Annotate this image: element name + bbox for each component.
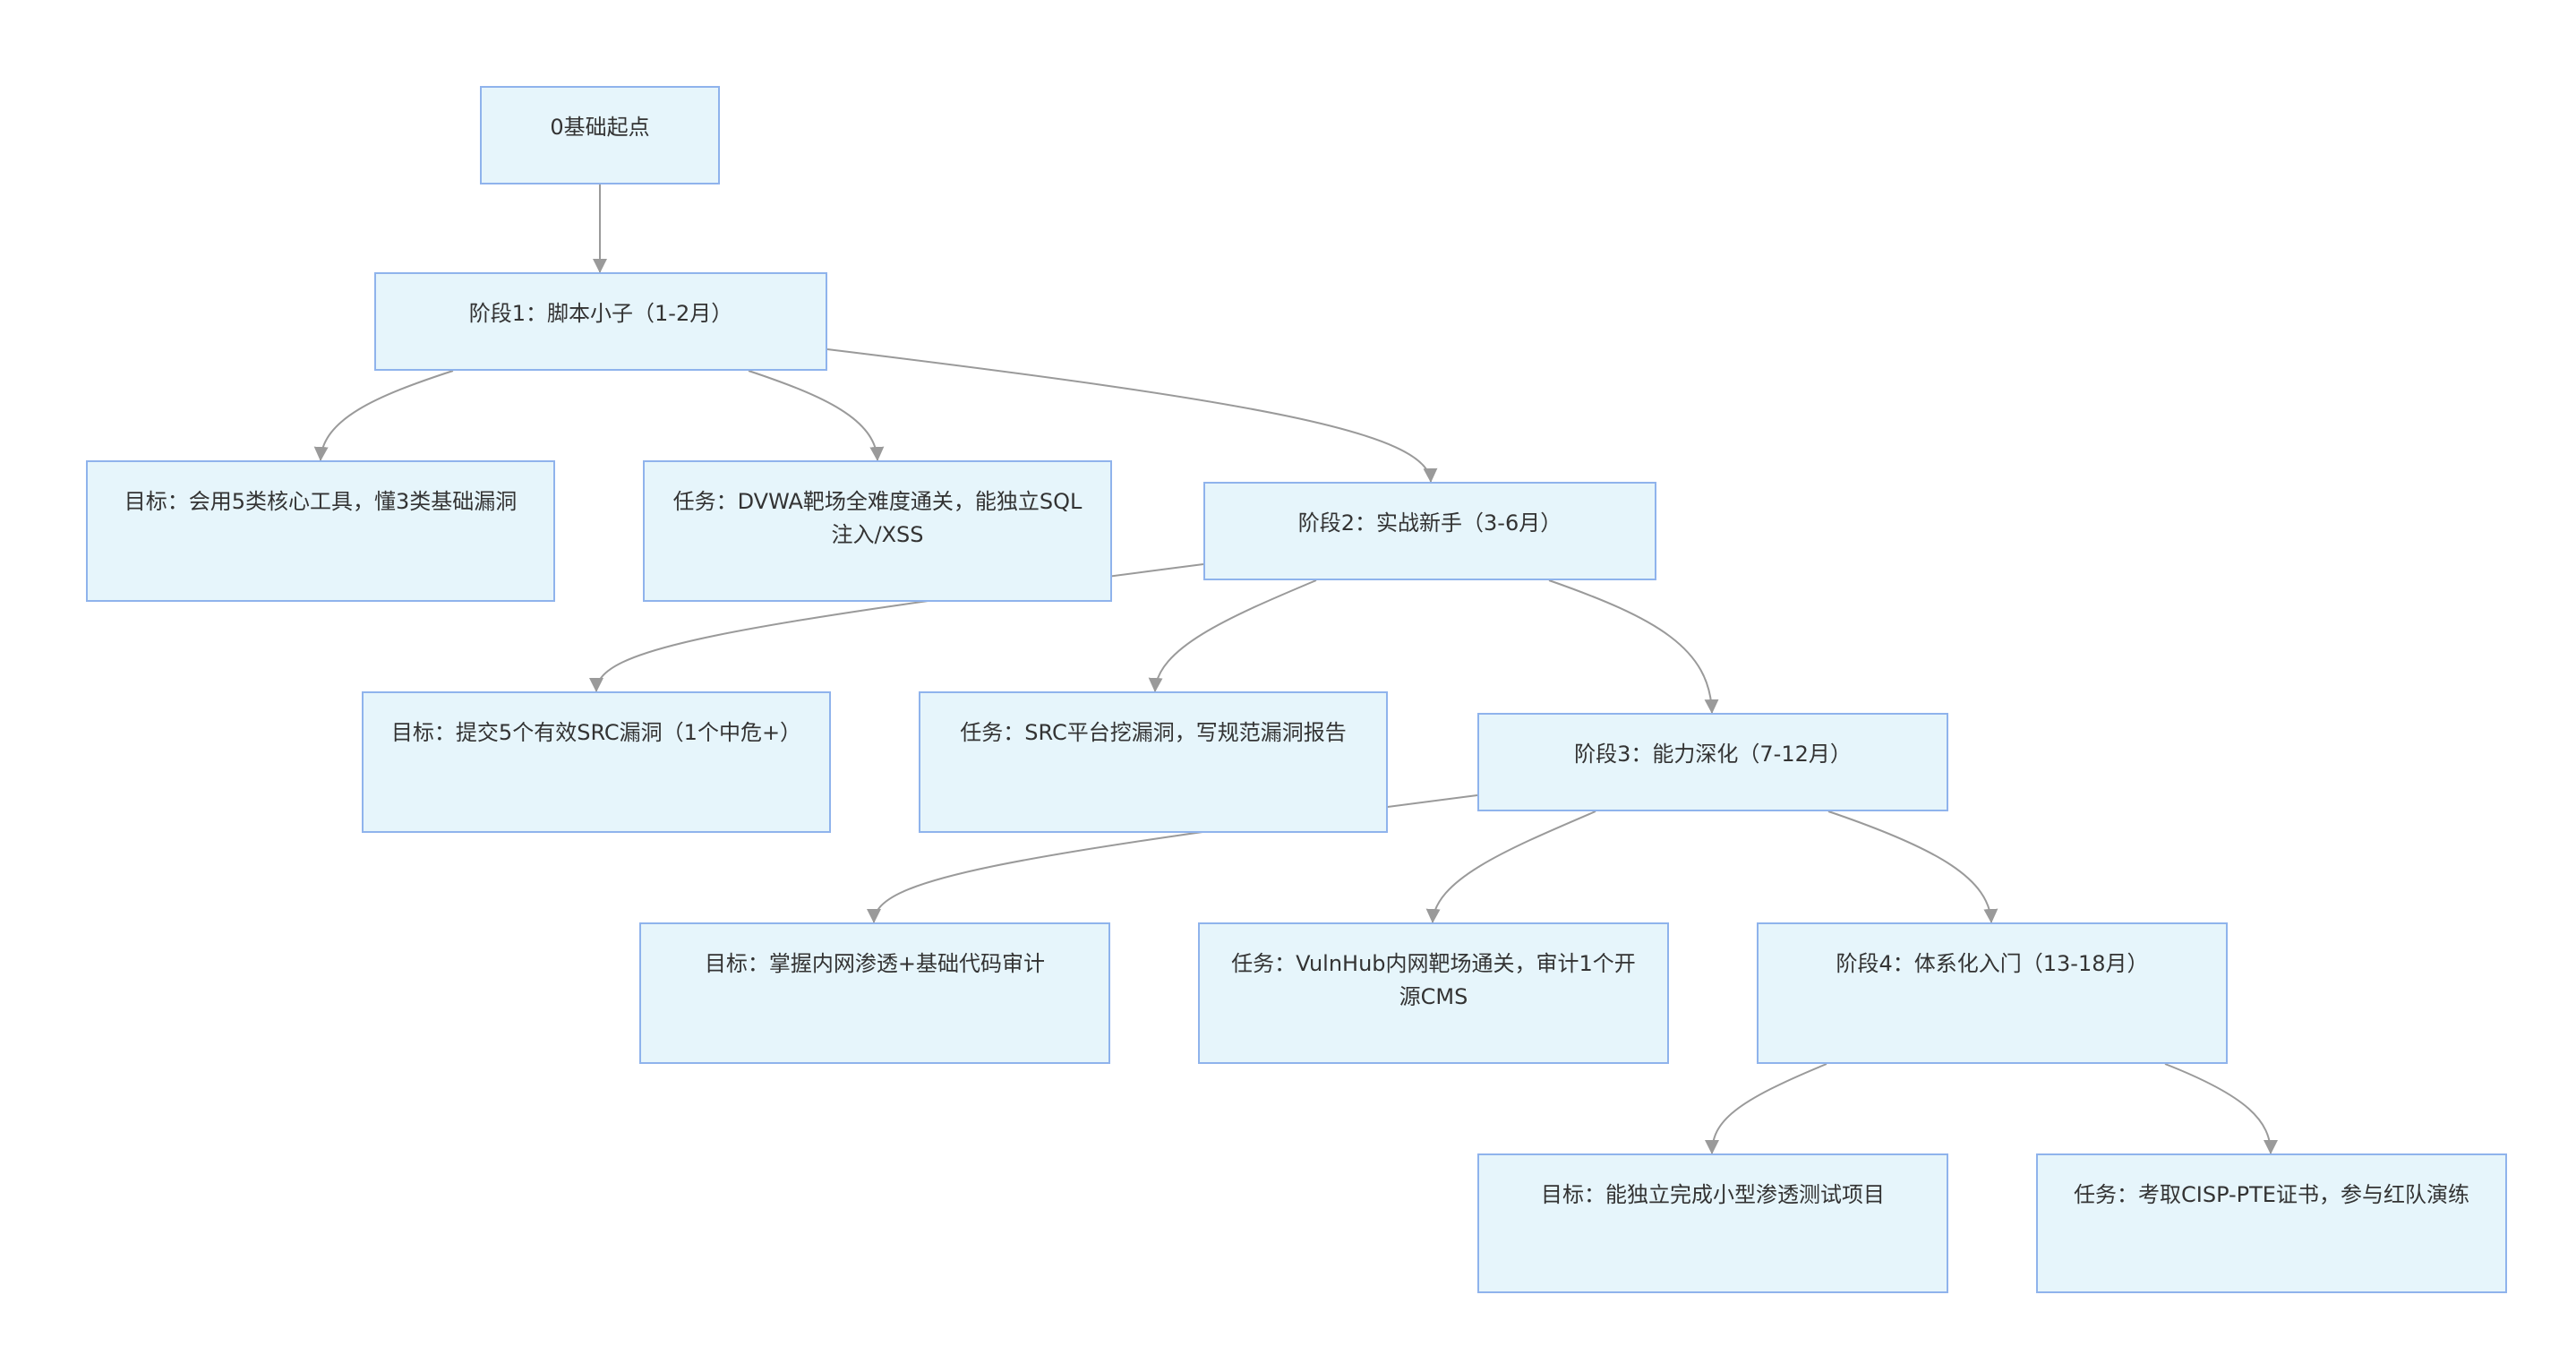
node-task3: 任务：VulnHub内网靶场通关，审计1个开源CMS — [1198, 922, 1669, 1064]
edge-stage4-goal4 — [1705, 1063, 1827, 1154]
node-goal2-label: 目标：提交5个有效SRC漏洞（1个中危+） — [390, 720, 802, 745]
node-task2: 任务：SRC平台挖漏洞，写规范漏洞报告 — [919, 691, 1388, 833]
node-stage4-label: 阶段4：体系化入门（13-18月） — [1836, 951, 2149, 976]
edge-stage1-stage2 — [826, 348, 1438, 483]
edge-stage1-task1 — [748, 370, 885, 461]
node-start: 0基础起点 — [480, 86, 720, 184]
node-goal2: 目标：提交5个有效SRC漏洞（1个中危+） — [362, 691, 831, 833]
edge-stage3-stage4 — [1827, 810, 1998, 923]
node-goal3-label: 目标：掌握内网渗透+基础代码审计 — [704, 951, 1046, 976]
node-goal1-label: 目标：会用5类核心工具，懂3类基础漏洞 — [124, 489, 518, 514]
node-stage2: 阶段2：实战新手（3-6月） — [1203, 482, 1656, 580]
node-stage1-label: 阶段1：脚本小子（1-2月） — [468, 301, 733, 326]
node-task3-label: 任务：VulnHub内网靶场通关，审计1个开源CMS — [1231, 951, 1636, 1009]
node-task2-label: 任务：SRC平台挖漏洞，写规范漏洞报告 — [960, 720, 1347, 745]
edge-stage4-task4 — [2164, 1063, 2278, 1154]
node-goal4: 目标：能独立完成小型渗透测试项目 — [1477, 1153, 1948, 1293]
edge-stage3-task3 — [1425, 810, 1596, 923]
node-start-label: 0基础起点 — [550, 115, 650, 140]
node-stage3-label: 阶段3：能力深化（7-12月） — [1574, 742, 1852, 767]
node-task1-label: 任务：DVWA靶场全难度通关，能独立SQL注入/XSS — [672, 489, 1083, 547]
node-task4-label: 任务：考取CISP-PTE证书，参与红队演练 — [2074, 1182, 2469, 1207]
node-task4: 任务：考取CISP-PTE证书，参与红队演练 — [2036, 1153, 2507, 1293]
edge-stage2-task2 — [1148, 579, 1317, 692]
node-goal4-label: 目标：能独立完成小型渗透测试项目 — [1541, 1182, 1885, 1207]
node-stage1: 阶段1：脚本小子（1-2月） — [374, 272, 827, 371]
edge-stage2-stage3 — [1548, 579, 1719, 714]
node-goal1: 目标：会用5类核心工具，懂3类基础漏洞 — [86, 460, 555, 602]
node-stage4: 阶段4：体系化入门（13-18月） — [1757, 922, 2228, 1064]
node-stage2-label: 阶段2：实战新手（3-6月） — [1297, 510, 1562, 536]
node-goal3: 目标：掌握内网渗透+基础代码审计 — [639, 922, 1110, 1064]
node-task1: 任务：DVWA靶场全难度通关，能独立SQL注入/XSS — [643, 460, 1112, 602]
node-stage3: 阶段3：能力深化（7-12月） — [1477, 713, 1948, 811]
edge-stage1-goal1 — [313, 370, 454, 461]
